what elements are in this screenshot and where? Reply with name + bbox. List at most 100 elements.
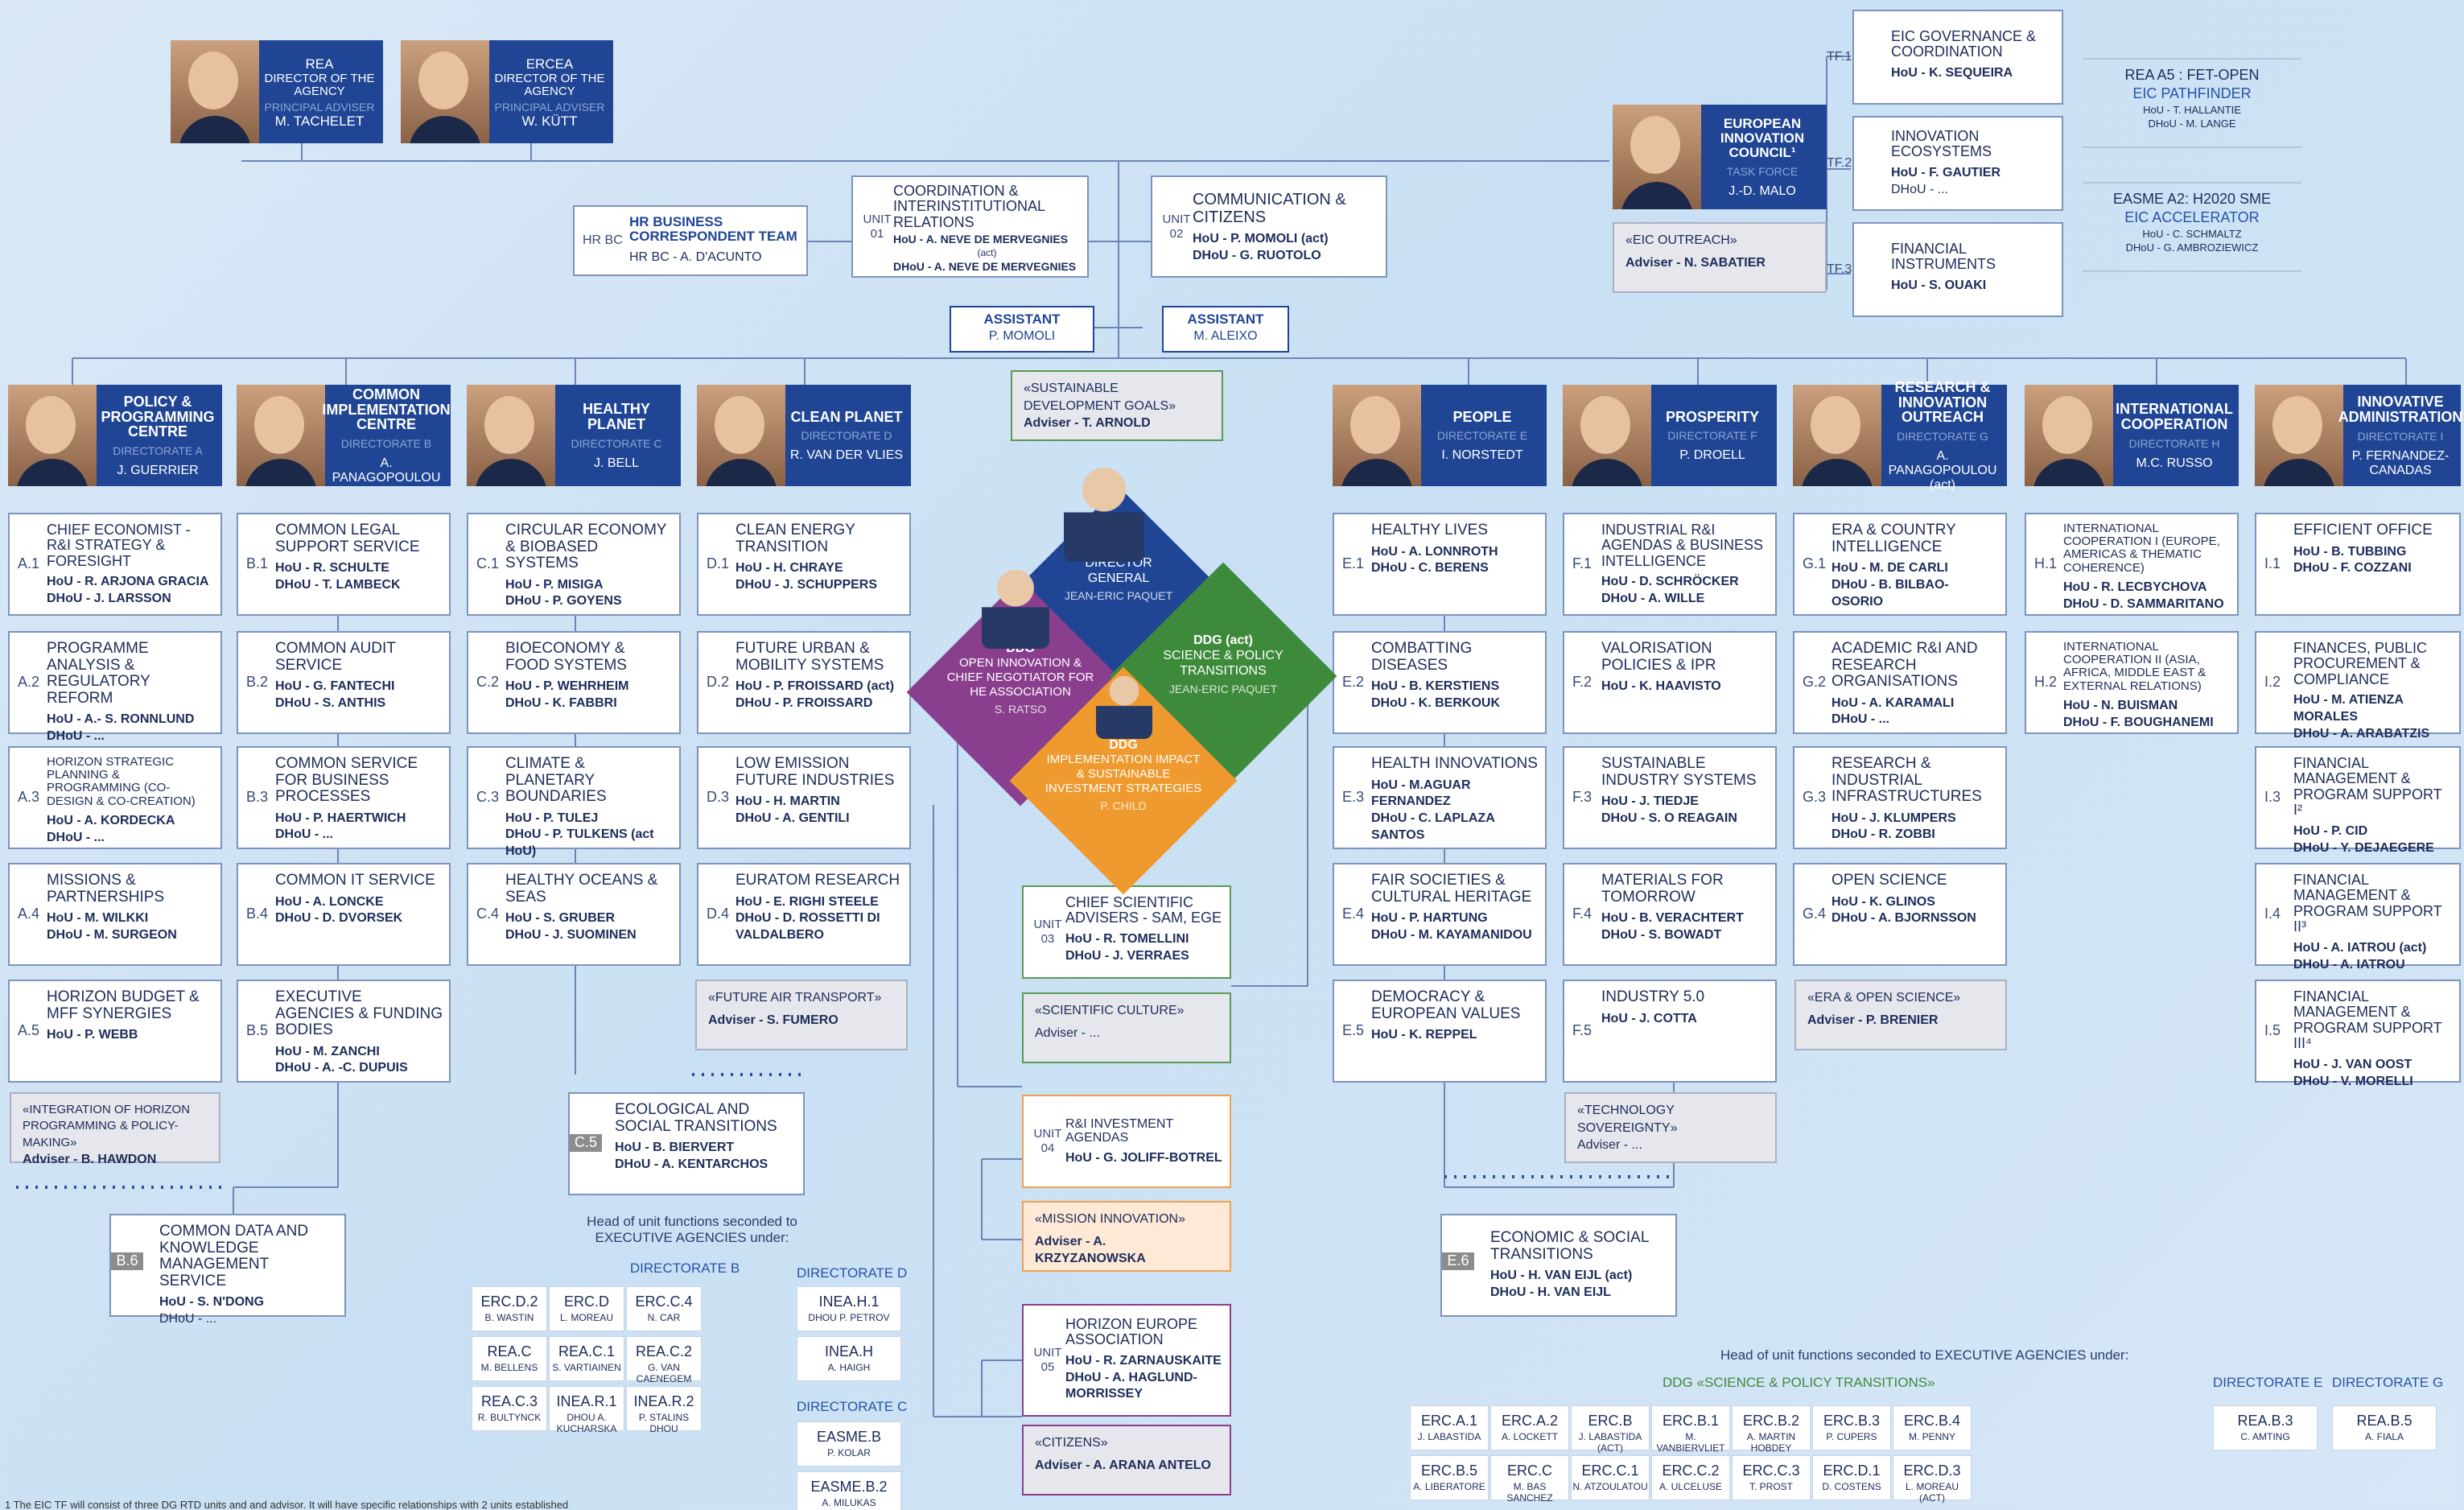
directorate-director-photo: [697, 385, 785, 486]
unit-title: EXECUTIVE AGENCIES & FUNDING BODIES: [275, 988, 443, 1039]
directorate-director-photo: [2025, 385, 2113, 486]
unit-title: CLIMATE & PLANETARY BOUNDARIES: [505, 755, 607, 806]
unit-dhou: DHoU - F. COZZANI: [2293, 561, 2412, 576]
footnote: 1 The EIC TF will consist of three DG RT…: [5, 1499, 569, 1510]
seconded-dir-c-label: DIRECTORATE C: [797, 1399, 908, 1414]
unit-code: G.1: [1803, 555, 1827, 572]
unit-dhou: DHoU - R. ZOBBI: [1832, 827, 1935, 842]
directorate-label: DIRECTORATE G: [1897, 430, 1988, 444]
ddg-open-innovation-photo: [982, 555, 1049, 649]
rea-director-card: REA DIRECTOR OF THE AGENCY PRINCIPAL ADV…: [171, 40, 383, 143]
unit-b6-dhou: DHoU - ...: [159, 1311, 217, 1326]
unit-code: C.3: [476, 789, 500, 806]
adviser-sci-title: «SCIENTIFIC CULTURE»: [1035, 1004, 1185, 1017]
seconded-cell-dir-c: EASME.B P. KOLAR: [797, 1421, 901, 1467]
directorate-director-photo: [1793, 385, 1881, 486]
unit-hou: HoU - K. HAAVISTO: [1601, 679, 1721, 694]
unit-code: B.4: [246, 906, 269, 922]
unit-title: COMMON IT SERVICE: [275, 872, 435, 889]
eic-task-force-card: EUROPEAN INNOVATION COUNCIL¹ TASK FORCE …: [1613, 105, 1827, 209]
unit-code: D.1: [707, 555, 730, 572]
seconded-person: P. CUPERS: [1826, 1431, 1877, 1442]
seconded-code: REA.B.5: [2356, 1413, 2412, 1429]
seconded-person: P. KOLAR: [827, 1447, 871, 1458]
seconded-person: A. FIALA: [2364, 1431, 2404, 1442]
unit-03-title: CHIEF SCIENTIFIC ADVISERS - SAM, EGE: [1065, 894, 1222, 926]
seconded-person: M. PENNY: [1908, 1431, 1955, 1442]
unit-title: COMBATTING DISEASES: [1371, 640, 1473, 674]
seconded-person: D. COSTENS: [1822, 1481, 1881, 1492]
unit-dhou: DHoU - F. BOUGHANEMI: [2063, 715, 2214, 729]
unit-title: FINANCES, PUBLIC PROCUREMENT & COMPLIANC…: [2293, 640, 2428, 687]
directorate-director: R. VAN DER VLIES: [789, 448, 904, 463]
unit-hou: HoU - P. HAERTWICH: [275, 811, 406, 825]
unit-dhou: DHoU - V. MORELLI: [2293, 1074, 2413, 1088]
seconded-person: N. ATZOULATOU: [1572, 1481, 1648, 1492]
side-1-l2: EIC PATHFINDER: [2132, 85, 2252, 102]
directorate-director: J. BELL: [593, 456, 640, 470]
seconded-person: B. WASTIN: [484, 1312, 534, 1323]
directorate-director-photo: [1563, 385, 1651, 486]
unit-c5-hou: HoU - B. BIERVERT: [615, 1141, 735, 1155]
sdg-adviser: Adviser - T. ARNOLD: [1024, 416, 1151, 431]
unit-dhou: DHoU - M. SURGEON: [47, 927, 177, 942]
unit-dhou: DHoU - Y. DEJAEGERE: [2293, 840, 2434, 855]
directorate-label: DIRECTORATE F: [1667, 429, 1757, 443]
unit-code: F.1: [1572, 555, 1593, 572]
seconded-code: INEA.H.1: [818, 1293, 880, 1310]
seconded-code: ERC.B.3: [1823, 1413, 1881, 1429]
unit-05-title: HORIZON EUROPE ASSOCIATION: [1065, 1316, 1198, 1348]
seconded-person: L. MOREAU: [559, 1312, 613, 1323]
adviser-d-title: «FUTURE AIR TRANSPORT»: [708, 991, 882, 1005]
seconded-code: EASME.B: [816, 1429, 882, 1445]
ddg-implementation-photo: [1096, 665, 1152, 739]
hr-business-correspondent-box: HR BC HR BUSINESS CORRESPONDENT TEAM HR …: [573, 205, 808, 276]
hr-line: HR BC - A. D'ACUNTO: [629, 250, 762, 264]
unit-dhou: DHoU - J. LARSSON: [47, 592, 171, 606]
unit-dhou: DHoU - T. LAMBECK: [275, 577, 401, 592]
unit-hou: HoU - R. ARJONA GRACIA: [47, 575, 209, 589]
directorate-name: HEALTHY PLANET: [583, 401, 650, 432]
seconded-code: EASME.B.2: [810, 1479, 888, 1495]
unit-hou: HoU - B. TUBBING: [2293, 544, 2407, 559]
unit-code: E.1: [1342, 555, 1365, 572]
unit-title: INTERNATIONAL COOPERATION II (ASIA, AFRI…: [2063, 640, 2206, 693]
ddg3-person: P. CHILD: [1100, 799, 1147, 813]
unit-01-title: COORDINATION & INTERINSTITUTIONAL RELATI…: [893, 183, 1045, 230]
seconded-person: DHoU P. PETROV: [808, 1312, 890, 1323]
directorate-label: DIRECTORATE I: [2357, 429, 2444, 443]
side-1-l3: HoU - T. HALLANTIE: [2143, 103, 2241, 116]
rea-title: DIRECTOR OF THE AGENCY: [264, 71, 375, 98]
seconded-dir-d-label: DIRECTORATE D: [797, 1265, 908, 1281]
side-2-l4: DHoU - G. AMBROZIEWICZ: [2125, 241, 2259, 254]
seconded-code: ERC.D.1: [1823, 1463, 1881, 1479]
seconded-person: A. LOCKETT: [1501, 1431, 1558, 1442]
tf2-title: INNOVATION ECOSYSTEMS: [1891, 128, 1992, 160]
unit-title: COMMON SERVICE FOR BUSINESS PROCESSES: [275, 755, 418, 806]
eic-sub: TASK FORCE: [1726, 164, 1799, 178]
unit-dhou: DHoU - S. O REAGAIN: [1601, 811, 1737, 825]
ddg-open-innovation-label: DDG OPEN INNOVATION & CHIEF NEGOTIATOR F…: [942, 641, 1099, 716]
unit-code: I.4: [2264, 906, 2281, 922]
unit-hou: HoU - P. HARTUNG: [1371, 911, 1488, 926]
unit-code: A.5: [18, 1022, 40, 1039]
eic-outreach-adviser: Adviser - N. SABATIER: [1625, 255, 1766, 270]
directorate-director: M.C. RUSSO: [2136, 456, 2213, 470]
directorate-name: CLEAN PLANET: [790, 408, 903, 425]
unit-03-box: UNIT 03 CHIEF SCIENTIFIC ADVISERS - SAM,…: [1022, 885, 1231, 979]
unit-04-code: UNIT 04: [1033, 1127, 1062, 1155]
